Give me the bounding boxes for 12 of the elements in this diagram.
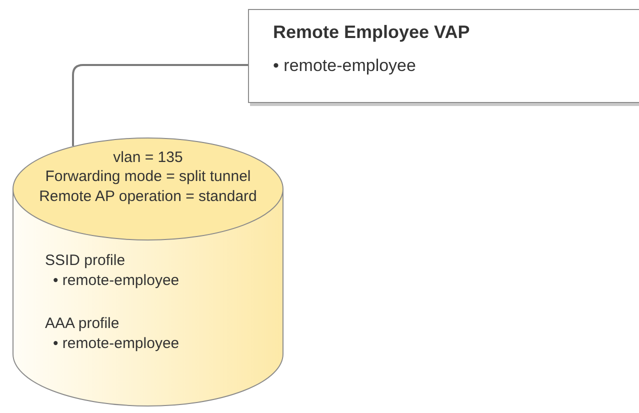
- text-line: SSID profile: [45, 252, 126, 270]
- text-line: Forwarding mode = split tunnel: [44, 168, 252, 186]
- text-line: • remote-employee: [273, 57, 416, 75]
- connector-line: [72, 64, 248, 146]
- text-line: • remote-employee: [53, 272, 180, 290]
- box-title: Remote Employee VAP: [273, 23, 470, 41]
- text-line: Remote AP operation = standard: [38, 188, 258, 206]
- vap-box: [248, 9, 639, 103]
- profile-cylinder: [12, 137, 284, 407]
- text-line: AAA profile: [45, 315, 120, 333]
- text-line: vlan = 135: [112, 149, 184, 167]
- text-line: • remote-employee: [53, 335, 180, 353]
